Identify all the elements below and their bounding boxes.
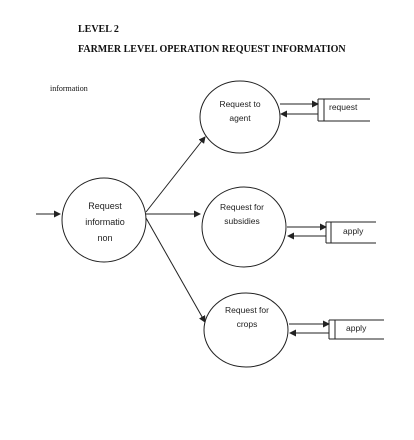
process-main-line3: non [97, 233, 113, 243]
process-request-for-subsidies [201, 186, 287, 268]
process-subsidies-line1: Request for [220, 202, 264, 212]
process-agent-line2: agent [229, 113, 251, 123]
store-subsidies-apply [325, 221, 376, 244]
process-main-line2: informatio [85, 217, 125, 227]
process-agent-line1: Request to [219, 99, 261, 109]
process-crops-line2: crops [236, 319, 258, 329]
process-crops-line1: Request for [225, 305, 269, 315]
diagram-caption: information [50, 84, 88, 93]
level-heading: LEVEL 2 [78, 24, 119, 35]
process-subsidies-line2: subsidies [224, 216, 260, 226]
store-agent-label: request [329, 102, 358, 112]
process-request-for-crops [203, 292, 289, 368]
store-crops-label: apply [346, 323, 367, 333]
flow-to-crops [145, 217, 206, 323]
process-main-line1: Request [88, 201, 122, 211]
process-subsidies-label: Request for subsidies [207, 200, 277, 228]
process-main-label: Request informatio non [70, 198, 140, 246]
store-subsidies-label: apply [343, 226, 364, 236]
process-agent-label: Request to agent [205, 97, 275, 125]
diagram-title: FARMER LEVEL OPERATION REQUEST INFORMATI… [78, 44, 346, 55]
process-crops-label: Request for crops [212, 303, 282, 331]
flow-to-agent [145, 136, 206, 213]
process-request-information [61, 177, 147, 263]
